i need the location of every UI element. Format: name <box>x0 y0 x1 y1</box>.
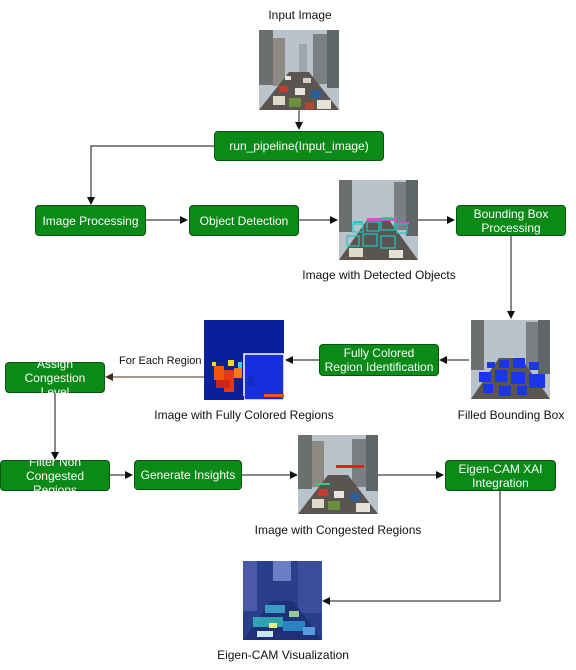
arrow-pipeline-to-processing <box>87 145 214 205</box>
caption-congested-regions: Image with Congested Regions <box>254 523 422 537</box>
caption-fully-colored-regions: Image with Fully Colored Regions <box>154 408 334 422</box>
caption-eigencam-visualization: Eigen-CAM Visualization <box>217 648 349 662</box>
node-object-detection-label: Object Detection <box>199 213 289 228</box>
node-filter-non-congested-regions[interactable]: Filter Non Congested Regions <box>0 455 110 497</box>
detected-objects-image <box>339 180 418 260</box>
arrow-eigencam-to-vis <box>322 491 501 605</box>
node-bounding-box-processing-label: Bounding Box Processing <box>473 206 549 235</box>
eigencam-visualization-image <box>243 561 322 640</box>
node-run-pipeline[interactable]: run_pipeline(Input_image) <box>214 131 384 161</box>
edge-label-for-each-region: For Each Region <box>119 355 202 367</box>
caption-detected-objects: Image with Detected Objects <box>302 268 456 282</box>
node-image-processing[interactable]: Image Processing <box>35 205 146 236</box>
node-run-pipeline-label: run_pipeline(Input_image) <box>229 139 369 153</box>
caption-filled-bounding-box: Filled Bounding Box <box>457 408 565 422</box>
node-assign-congestion-level[interactable]: Assign Congestion Level <box>5 357 105 399</box>
node-filter-non-congested-regions-label: Filter Non Congested Regions <box>25 454 85 497</box>
node-image-processing-label: Image Processing <box>42 213 139 228</box>
congested-regions-image <box>298 435 378 514</box>
node-generate-insights[interactable]: Generate Insights <box>134 460 242 490</box>
fully-colored-regions-image <box>204 320 284 400</box>
node-eigencam-xai-integration[interactable]: Eigen-CAM XAI Integration <box>445 460 556 491</box>
node-object-detection[interactable]: Object Detection <box>189 205 299 236</box>
node-generate-insights-label: Generate Insights <box>140 468 236 482</box>
node-fully-colored-region-identification-label: Fully Colored Region Identification <box>324 346 434 374</box>
caption-input-image: Input Image <box>268 8 332 22</box>
node-eigencam-xai-integration-label: Eigen-CAM XAI Integration <box>458 461 543 490</box>
filled-bounding-box-image <box>471 320 550 399</box>
node-fully-colored-region-identification[interactable]: Fully Colored Region Identification <box>319 344 439 376</box>
node-bounding-box-processing[interactable]: Bounding Box Processing <box>456 205 566 236</box>
node-assign-congestion-level-label: Assign Congestion Level <box>24 356 86 399</box>
input-traffic-image <box>259 30 339 110</box>
